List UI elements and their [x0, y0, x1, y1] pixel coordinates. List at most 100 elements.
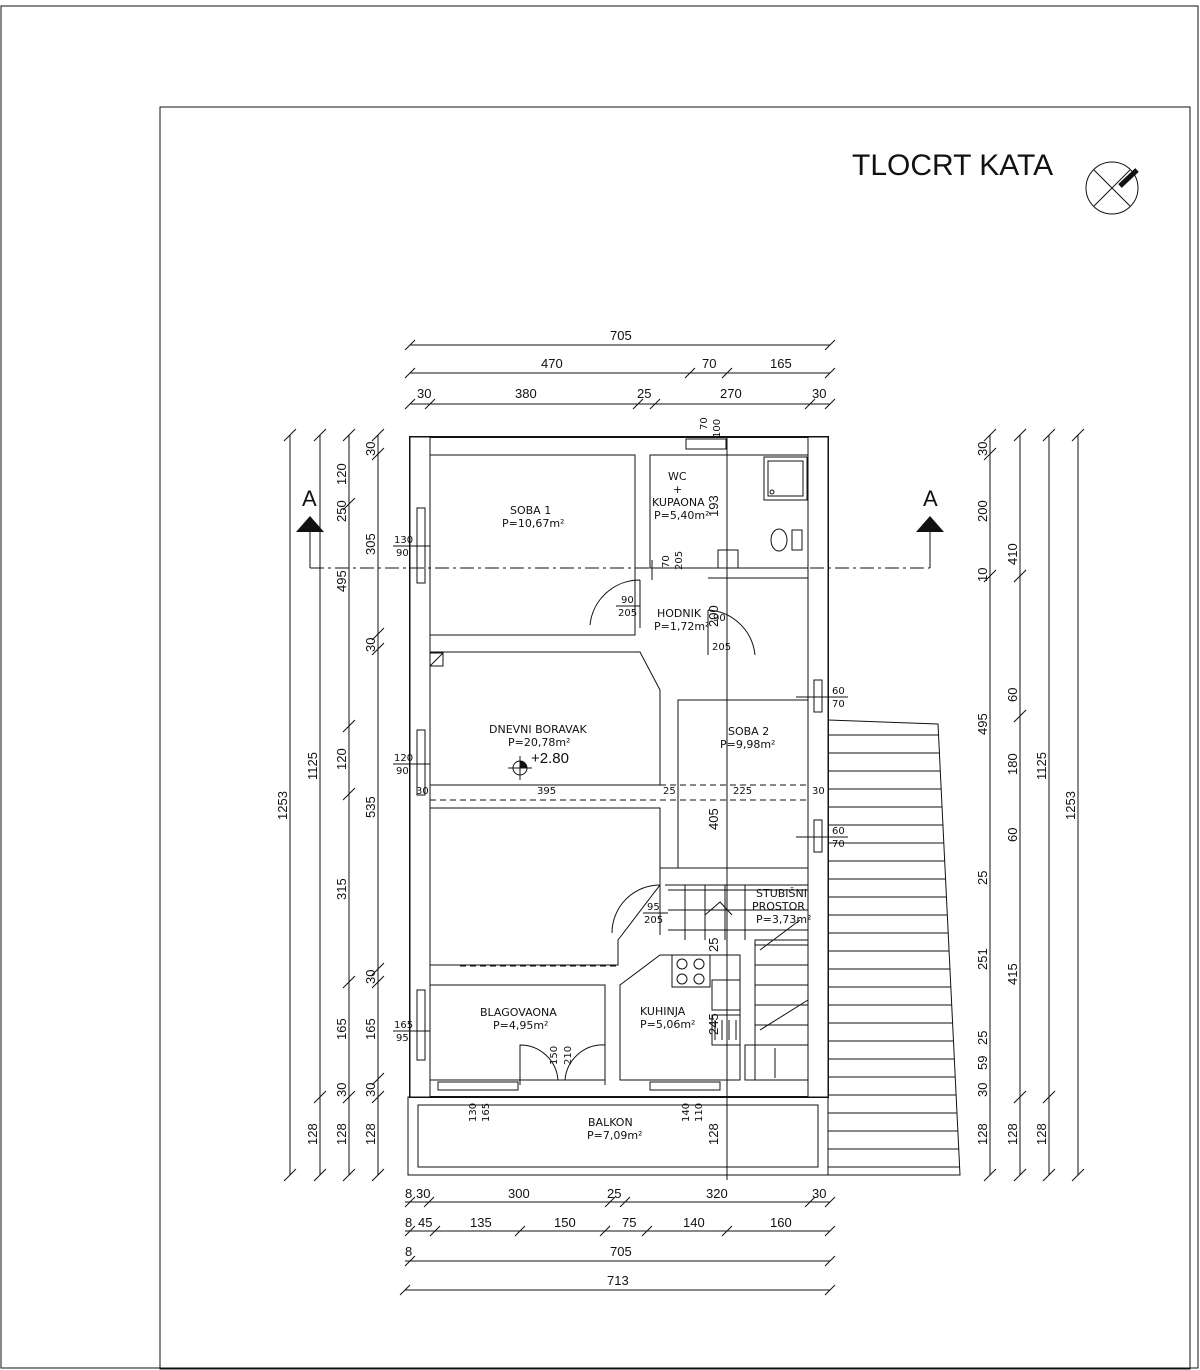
door2-b: 205: [712, 642, 731, 653]
s3win-a: 60: [832, 826, 845, 837]
dim-right-30a: 30: [975, 442, 990, 456]
dim-left-250: 250: [334, 500, 349, 522]
inner-dim-25: 25: [663, 786, 676, 797]
win1-b: 90: [396, 548, 409, 559]
top-win-a: 70: [699, 417, 710, 430]
bal1-b: 165: [481, 1103, 492, 1122]
win3-b: 95: [396, 1033, 409, 1044]
dim-left-305: 305: [363, 533, 378, 555]
dim-top-165: 165: [770, 356, 792, 371]
dim-left-128c: 128: [363, 1123, 378, 1145]
inner-dim-30b: 30: [812, 786, 825, 797]
room-stubisni-name2: PROSTOR: [752, 900, 805, 913]
sheet-border: [0, 5, 1199, 1369]
bottom-dimensions: 8 30 300 25 320 30 8 45 135 150 75 140 1…: [399, 1186, 836, 1296]
dim-right-128a: 128: [975, 1123, 990, 1145]
dim-left-1125: 1125: [305, 752, 320, 780]
inner-dim-225: 225: [733, 786, 752, 797]
right-dimensions: 30 200 10 495 25 251 25 59 30 128 410 60…: [975, 428, 1085, 1182]
staircase: [668, 885, 809, 1031]
kitchen-fixtures: [671, 954, 809, 1081]
bal2-b: 110: [694, 1103, 705, 1122]
dim-top-380: 380: [515, 386, 537, 401]
door3-b: 205: [674, 551, 685, 570]
room-blagovaona-name: BLAGOVAONA: [480, 1006, 557, 1019]
dim-left-495: 495: [334, 570, 349, 592]
inner-dim-395: 395: [537, 786, 556, 797]
door3-a: 70: [661, 555, 672, 568]
dim-right-25b: 25: [975, 1031, 990, 1045]
top-win-b: 100: [712, 419, 723, 438]
chimney-diagonal: [429, 652, 444, 667]
win2-b: 90: [396, 766, 409, 777]
dim-top-30a: 30: [417, 386, 431, 401]
dim-bot-705: 705: [610, 1244, 632, 1259]
bathroom-fixtures: [717, 456, 808, 569]
dim-right-128c: 128: [1034, 1123, 1049, 1145]
room-labels: SOBA 1 P=10,67m² WC + KUPAONA P=5,40m² H…: [480, 470, 811, 1142]
s2win-a: 60: [832, 686, 845, 697]
kuh-dim-245: 245: [706, 1013, 721, 1035]
dim-right-59: 59: [975, 1056, 990, 1070]
dim-bot-8c: 8: [405, 1244, 412, 1259]
dim-right-415: 415: [1005, 963, 1020, 985]
exterior-stairs: [827, 719, 961, 1176]
dim-left-30b: 30: [363, 442, 378, 456]
dim-bot-150: 150: [554, 1215, 576, 1230]
dim-right-128b: 128: [1005, 1123, 1020, 1145]
room-wc-name2: +: [673, 483, 682, 496]
room-kuhinja-area: P=5,06m²: [640, 1018, 695, 1031]
room-stubisni-name1: STUBIŠNI: [756, 887, 807, 900]
dim-bot-135: 135: [470, 1215, 492, 1230]
soba2-height: 405: [706, 808, 721, 830]
hodnik-height: 200: [706, 605, 721, 627]
section-arrow-right-icon: [916, 516, 944, 532]
s3win-b: 70: [832, 839, 845, 850]
room-wc-area: P=5,40m²: [654, 509, 709, 522]
dim-bot-75: 75: [622, 1215, 636, 1230]
dim-top-470: 470: [541, 356, 563, 371]
s2win-b: 70: [832, 699, 845, 710]
dim-bot-300: 300: [508, 1186, 530, 1201]
inner-dim-30a: 30: [416, 786, 429, 797]
inner-dimensions: 30 395 25 225 30 130 90 120 90 165 95 90…: [393, 417, 848, 1145]
section-label-left: A: [302, 486, 317, 511]
bal2-a: 140: [681, 1103, 692, 1122]
dim-left-120a: 120: [334, 463, 349, 485]
section-line: A A: [296, 486, 944, 569]
dim-left-535: 535: [363, 796, 378, 818]
dim-left-30e: 30: [363, 1083, 378, 1097]
dim-left-30a: 30: [334, 1083, 349, 1097]
dim-bot-8b: 8: [405, 1215, 412, 1230]
bal1-a: 130: [468, 1103, 479, 1122]
dim-left-120b: 120: [334, 748, 349, 770]
drawing-title: TLOCRT KATA: [852, 149, 1053, 182]
wc-height: 193: [706, 495, 721, 517]
door1-b: 205: [618, 608, 637, 619]
room-hodnik-name: HODNIK: [657, 607, 702, 620]
dim-top-25: 25: [637, 386, 651, 401]
level-value: +2.80: [531, 750, 569, 767]
room-balkon-name: BALKON: [588, 1116, 633, 1129]
win2-a: 120: [394, 753, 413, 764]
dim-left-315: 315: [334, 878, 349, 900]
room-stubisni-area: P=3,73m²: [756, 913, 811, 926]
dim-bot-140: 140: [683, 1215, 705, 1230]
dim-bot-320: 320: [706, 1186, 728, 1201]
kuh-dim-25: 25: [706, 938, 721, 952]
dim-bot-30a: 30: [416, 1186, 430, 1201]
left-dimensions: 1253 1125 128 120 250 495 120 315 165 30…: [275, 428, 385, 1182]
win3-a: 165: [394, 1020, 413, 1031]
dim-right-410: 410: [1005, 543, 1020, 565]
bdoor-b: 210: [563, 1046, 574, 1065]
section-label-right: A: [923, 486, 938, 511]
dim-left-165a: 165: [334, 1018, 349, 1040]
dim-left-128b: 128: [334, 1123, 349, 1145]
dim-left-30d: 30: [363, 970, 378, 984]
room-soba2-name: SOBA 2: [728, 725, 769, 738]
building-walls: [409, 436, 829, 1098]
wall-thickness: [409, 436, 829, 1098]
dim-right-1125: 1125: [1034, 752, 1049, 780]
room-blagovaona-area: P=4,95m²: [493, 1019, 548, 1032]
